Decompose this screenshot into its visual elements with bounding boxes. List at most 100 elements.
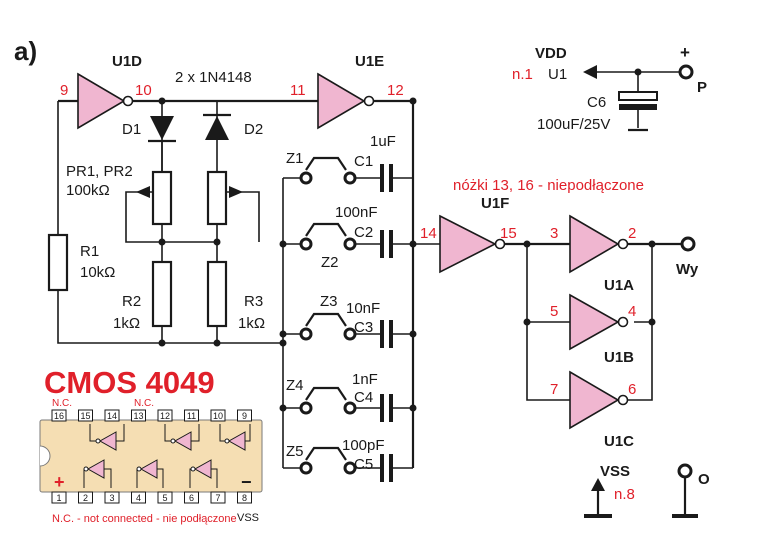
potentiometer-pr2 xyxy=(206,170,228,226)
capacitor-c5 xyxy=(380,454,393,482)
label-terminal-p: P xyxy=(697,79,707,96)
label-d1: D1 xyxy=(122,121,141,138)
resistor-r3 xyxy=(206,260,228,328)
ic-pin-box xyxy=(237,491,252,504)
ic-pin-box xyxy=(210,491,226,504)
capacitor-c3 xyxy=(380,320,393,348)
ic-pin-number: 4 xyxy=(136,493,141,503)
ground-vss xyxy=(584,478,612,518)
ic-pin-number: 10 xyxy=(213,411,223,421)
ic-pin-box xyxy=(131,409,146,422)
pin-3: 3 xyxy=(550,225,558,242)
label-c1-value: 1uF xyxy=(370,133,396,150)
label-vss: VSS xyxy=(600,463,630,480)
panel-label: a) xyxy=(14,36,37,66)
ic-pin-number: 15 xyxy=(80,411,90,421)
label-c1-name: C1 xyxy=(354,153,373,170)
switch-z5 xyxy=(299,446,357,475)
label-vss-pin: n.8 xyxy=(614,486,635,503)
capacitor-c2 xyxy=(380,230,393,258)
label-c3-name: C3 xyxy=(354,319,373,336)
label-u1c: U1C xyxy=(604,433,634,450)
label-vdd-pin: n.1 xyxy=(512,66,533,83)
pin-7: 7 xyxy=(550,381,558,398)
label-u1b: U1B xyxy=(604,349,634,366)
label-vdd-ic: U1 xyxy=(548,66,567,83)
terminal-wy xyxy=(680,236,696,252)
ic-nc-label-left: N.C. xyxy=(52,398,72,409)
ic-pin-number: 11 xyxy=(187,411,196,421)
gate-u1b xyxy=(569,293,629,351)
ic-pin-box xyxy=(131,491,146,504)
label-r1-value: 10kΩ xyxy=(80,264,115,281)
ic-pin-box xyxy=(78,491,93,504)
ic-pin-number: 6 xyxy=(189,493,194,503)
pin-12: 12 xyxy=(387,82,404,99)
label-pr-name: PR1, PR2 xyxy=(66,163,133,180)
pin-5: 5 xyxy=(550,303,558,320)
pin-14: 14 xyxy=(420,225,437,242)
ic-title: CMOS 4049 xyxy=(44,365,215,400)
resistor-r2 xyxy=(151,260,173,328)
label-terminal-o: O xyxy=(698,471,710,488)
label-z5: Z5 xyxy=(286,443,304,460)
ic-pin-number: 14 xyxy=(107,411,117,421)
label-diode-pair: 2 x 1N4148 xyxy=(175,69,252,86)
note-unconnected-pins: nóżki 13, 16 - niepodłączone xyxy=(453,177,644,194)
label-z3: Z3 xyxy=(320,293,338,310)
ic-package xyxy=(39,419,263,493)
label-r2-value: 1kΩ xyxy=(113,315,140,332)
gate-u1c xyxy=(569,370,629,430)
pin-6: 6 xyxy=(628,381,636,398)
ic-pin-number: 16 xyxy=(54,411,64,421)
terminal-o xyxy=(677,463,693,479)
label-c5-value: 100pF xyxy=(342,437,385,454)
label-u1a: U1A xyxy=(604,277,634,294)
terminal-p xyxy=(678,64,694,80)
label-vdd: VDD xyxy=(535,45,567,62)
label-u1e: U1E xyxy=(355,53,384,70)
label-r1-name: R1 xyxy=(80,243,99,260)
ic-pin-box xyxy=(184,409,199,422)
ic-pin-box xyxy=(78,409,93,422)
ic-pin-number: 7 xyxy=(215,493,220,503)
label-plus: + xyxy=(680,43,690,62)
switch-z4 xyxy=(299,386,357,415)
gate-u1f xyxy=(439,214,506,274)
ic-pin-number: 2 xyxy=(83,493,88,503)
ic-pin-number: 3 xyxy=(109,493,114,503)
ic-pin-number: 5 xyxy=(162,493,167,503)
label-c6-value: 100uF/25V xyxy=(537,116,610,133)
ic-pin-number: 1 xyxy=(56,493,61,503)
pr2-wiper-arrow xyxy=(229,186,243,198)
ic-minus: − xyxy=(241,472,252,492)
gate-u1e xyxy=(317,72,375,130)
ic-pin-box xyxy=(184,491,199,504)
ic-pin-box xyxy=(104,491,120,504)
capacitor-c4 xyxy=(380,394,393,422)
ic-pin-box xyxy=(104,409,120,422)
label-u1d: U1D xyxy=(112,53,142,70)
pr1-wiper-arrow xyxy=(136,186,150,198)
ic-pin-number: 8 xyxy=(242,493,247,503)
ic-vss-label: VSS xyxy=(237,512,259,524)
ic-pin-box xyxy=(157,409,173,422)
ic-pin-number: 12 xyxy=(160,411,170,421)
label-pr-value: 100kΩ xyxy=(66,182,110,199)
diode-d1 xyxy=(148,116,176,172)
ic-pin-box xyxy=(237,409,252,422)
potentiometer-pr1 xyxy=(151,170,173,226)
label-z2: Z2 xyxy=(321,254,339,271)
label-c4-name: C4 xyxy=(354,389,373,406)
pin-15: 15 xyxy=(500,225,517,242)
label-c2-value: 100nF xyxy=(335,204,378,221)
switch-z3 xyxy=(299,312,357,341)
label-r2-name: R2 xyxy=(122,293,141,310)
ic-pin-box xyxy=(51,409,67,422)
ic-pin-box xyxy=(210,409,226,422)
diode-d2 xyxy=(203,113,231,140)
label-u1f: U1F xyxy=(481,195,509,212)
junctions xyxy=(158,68,656,412)
label-z4: Z4 xyxy=(286,377,304,394)
